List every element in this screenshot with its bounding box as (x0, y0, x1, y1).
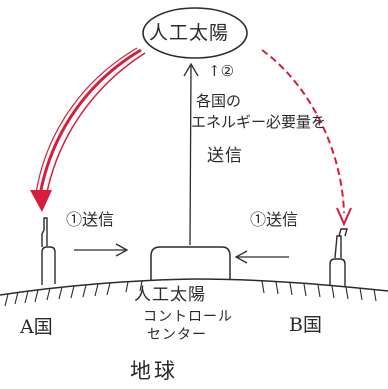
country-b-label: B国 (289, 314, 322, 336)
upward-transmission-line (189, 65, 192, 246)
send-arrow-a (74, 243, 129, 257)
red-arrow-to-a (30, 47, 146, 212)
control-center-label-1: 人工太陽 (134, 285, 206, 305)
upward-arrowhead (183, 62, 199, 77)
red-arrow-to-b (261, 49, 352, 227)
energy-note-line-2: エネルギー必要量を (191, 113, 327, 131)
energy-note-line-3: 送信 (207, 146, 243, 166)
country-a-label: A国 (20, 316, 53, 338)
control-center-building (150, 246, 231, 280)
control-center-label-2: コントロール (143, 309, 233, 325)
artificial-sun-label: 人工太陽 (149, 22, 230, 44)
earth-ground-line (0, 278, 388, 296)
send-arrow-b (234, 250, 289, 264)
energy-note-line-1: 各国の (196, 92, 242, 110)
ground-hatching (4, 280, 377, 307)
send-label-b: ①送信 (250, 210, 299, 229)
control-center-label-3: センター (147, 327, 207, 343)
country-a-tower (41, 217, 56, 285)
sun-ellipse (142, 7, 248, 59)
country-b-tower (329, 228, 348, 287)
step-two-marker: ↑② (208, 62, 235, 80)
send-label-a: ①送信 (66, 210, 115, 229)
earth-label: 地球 (130, 359, 178, 383)
